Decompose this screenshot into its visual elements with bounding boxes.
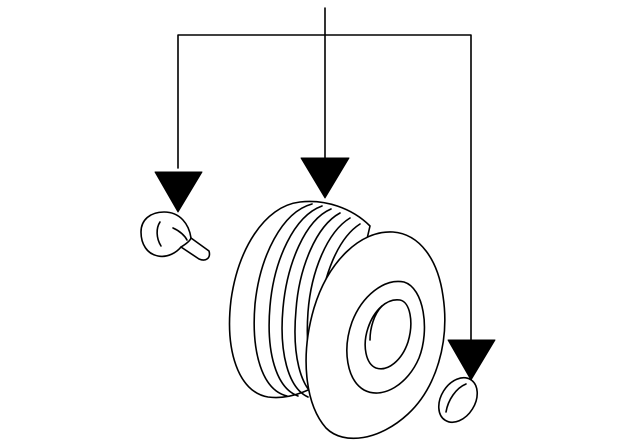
callout-lines — [177, 7, 472, 341]
arrow-to-plug-icon — [154, 171, 203, 213]
pulley-groove-1 — [253, 203, 313, 397]
plug-icon — [140, 211, 211, 261]
pulley-groove-2 — [268, 205, 323, 397]
pulley-groove-4 — [294, 212, 341, 399]
arrow-to-pulley-icon — [300, 157, 350, 199]
arrow-to-cap-icon — [447, 339, 496, 381]
pulley-bore — [364, 299, 412, 370]
pulley-groove-3 — [281, 208, 332, 398]
pulley-bore-inner — [369, 305, 383, 341]
pulley-icon — [228, 200, 446, 440]
cap-icon — [437, 376, 479, 424]
leader-line-bracket — [177, 34, 472, 341]
